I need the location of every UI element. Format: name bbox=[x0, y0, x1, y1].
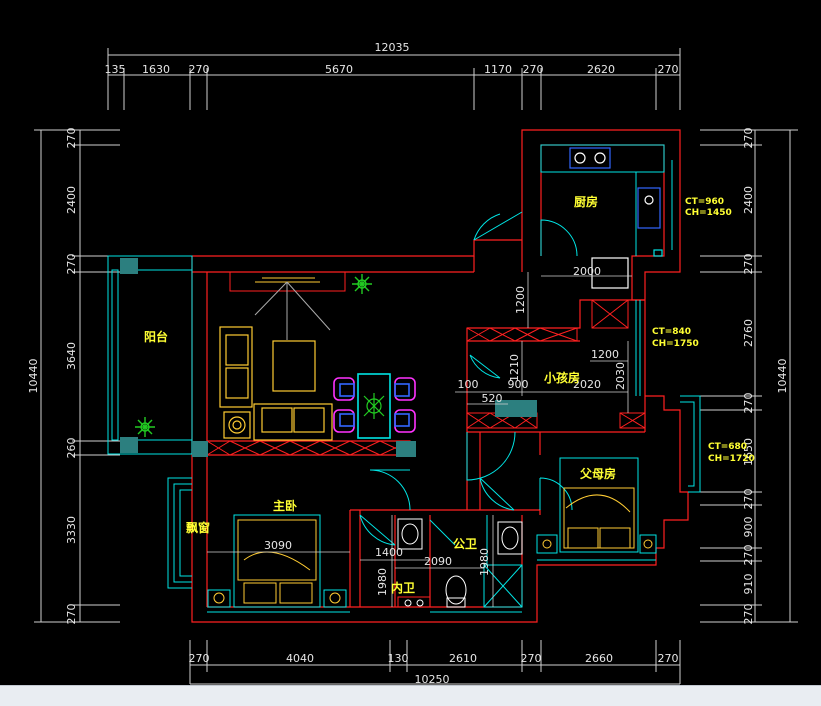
left-dim-label: 2400 bbox=[65, 186, 78, 214]
right-total-dim: 10440 bbox=[776, 359, 789, 394]
bottom-dim-label: 130 bbox=[388, 652, 409, 665]
top-dim-label: 2620 bbox=[587, 63, 615, 76]
top-dim-label: 1170 bbox=[484, 63, 512, 76]
kitchen-appliances bbox=[569, 147, 663, 289]
top-dim-label: 270 bbox=[658, 63, 679, 76]
annotation-text: CT=680 bbox=[708, 442, 747, 452]
inner-dim-label: 2000 bbox=[573, 265, 601, 278]
right-dim-label: 900 bbox=[742, 517, 755, 538]
right-dim-label: 910 bbox=[742, 574, 755, 595]
inner-dim-label: 1980 bbox=[478, 548, 491, 576]
right-dim-label: 270 bbox=[742, 254, 755, 275]
right-dimension-chain bbox=[700, 129, 798, 623]
right-dim-label: 270 bbox=[742, 545, 755, 566]
inner-dim-label: 2020 bbox=[573, 378, 601, 391]
inner-dim-label: 900 bbox=[508, 378, 529, 391]
bottom-dim-label: 4040 bbox=[286, 652, 314, 665]
annotation-text: CH=1450 bbox=[685, 208, 732, 218]
doors bbox=[359, 211, 578, 546]
status-bar bbox=[0, 685, 821, 706]
annotation-text: CT=840 bbox=[652, 327, 691, 337]
top-total-dim: 12035 bbox=[375, 41, 410, 54]
right-dim-label: 270 bbox=[742, 128, 755, 149]
top-dim-label: 270 bbox=[189, 63, 210, 76]
inner-dim-label: 1980 bbox=[376, 568, 389, 596]
inner-dim-label: 3090 bbox=[264, 539, 292, 552]
inner-dim-label: 1400 bbox=[375, 546, 403, 559]
room-label-parents-room: 父母房 bbox=[579, 466, 616, 481]
top-dim-label: 1630 bbox=[142, 63, 170, 76]
annotation-text: CT=960 bbox=[685, 197, 724, 207]
room-label-small-bedroom: 小孩房 bbox=[544, 370, 580, 385]
room-label-ensuite-bath: 内卫 bbox=[391, 580, 415, 595]
parents-bed bbox=[536, 457, 657, 554]
inner-dimension-lines bbox=[207, 272, 632, 607]
master-bed bbox=[207, 514, 347, 608]
right-dim-label: 1650 bbox=[742, 438, 755, 466]
left-dim-label: 270 bbox=[65, 128, 78, 149]
bathroom-fixtures bbox=[397, 515, 523, 608]
top-dimension-chain bbox=[107, 48, 681, 110]
tv-cabinet bbox=[229, 271, 346, 340]
annotation-text: CH=1750 bbox=[652, 339, 699, 349]
left-dimension-chain bbox=[34, 129, 120, 623]
right-dim-label: 270 bbox=[742, 604, 755, 625]
plant-icon bbox=[135, 274, 372, 437]
room-label-bay-window: 飘窗 bbox=[186, 520, 210, 535]
inner-dim-label: 1210 bbox=[508, 354, 521, 382]
bottom-dimension-chain bbox=[189, 640, 681, 685]
top-dim-label: 5670 bbox=[325, 63, 353, 76]
right-dim-label: 270 bbox=[742, 393, 755, 414]
right-dim-label: 2400 bbox=[742, 186, 755, 214]
right-dim-label: 2760 bbox=[742, 319, 755, 347]
dining-table bbox=[333, 373, 416, 439]
top-dim-label: 135 bbox=[105, 63, 126, 76]
bottom-dim-label: 2610 bbox=[449, 652, 477, 665]
inner-dim-label: 2030 bbox=[614, 362, 627, 390]
annotation-text: CH=1720 bbox=[708, 454, 755, 464]
inner-dim-label: 2090 bbox=[424, 555, 452, 568]
bottom-total-dim: 10250 bbox=[415, 673, 450, 685]
room-label-master: 主卧 bbox=[273, 498, 297, 513]
bottom-dim-label: 270 bbox=[521, 652, 542, 665]
floor-plan-drawing: 12035 135 1630 270 5670 1170 270 2620 27… bbox=[27, 41, 798, 685]
bottom-dim-label: 270 bbox=[658, 652, 679, 665]
inner-dim-label: 100 bbox=[458, 378, 479, 391]
windows bbox=[107, 144, 701, 613]
bottom-dim-label: 2660 bbox=[585, 652, 613, 665]
left-dim-label: 3330 bbox=[65, 516, 78, 544]
sofa-set bbox=[219, 326, 333, 441]
right-dim-label: 270 bbox=[742, 489, 755, 510]
left-dim-label: 3640 bbox=[65, 342, 78, 370]
room-label-public-bath: 公卫 bbox=[453, 537, 477, 551]
inner-dim-label: 1200 bbox=[591, 348, 619, 361]
inner-dim-label: 520 bbox=[482, 392, 503, 405]
left-total-dim: 10440 bbox=[27, 359, 40, 394]
inner-dim-label: 1200 bbox=[514, 286, 527, 314]
top-dim-label: 270 bbox=[523, 63, 544, 76]
room-label-balcony: 阳台 bbox=[144, 329, 168, 344]
structural-columns bbox=[120, 258, 537, 457]
left-dim-label: 270 bbox=[65, 604, 78, 625]
bottom-dim-label: 270 bbox=[189, 652, 210, 665]
left-dim-label: 260 bbox=[65, 438, 78, 459]
room-label-kitchen: 厨房 bbox=[574, 194, 598, 209]
left-dim-label: 270 bbox=[65, 254, 78, 275]
